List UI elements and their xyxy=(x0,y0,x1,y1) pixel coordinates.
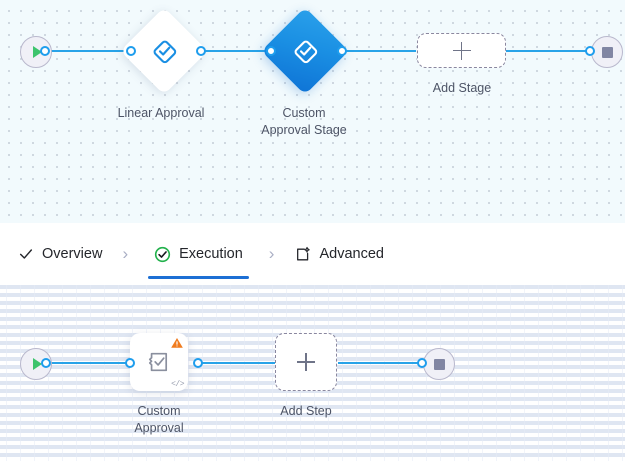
add-step-label: Add Step xyxy=(280,404,332,418)
step-flow-canvas[interactable]: </> Custom Approval Add Step xyxy=(0,285,625,461)
step-label-custom-approval: Custom Approval xyxy=(134,404,184,435)
end-node[interactable] xyxy=(423,348,455,380)
step-node-custom-approval[interactable]: </> xyxy=(130,333,188,391)
add-stage-button[interactable] xyxy=(417,33,506,68)
tab-overview[interactable]: Overview xyxy=(18,223,102,285)
edge-start-to-linear xyxy=(44,50,130,52)
approval-diamond-icon xyxy=(290,36,320,66)
stage-label-custom-approval: Custom Approval Stage xyxy=(261,106,347,137)
edge-add-to-end xyxy=(506,50,588,52)
port-step-out[interactable] xyxy=(193,358,203,368)
stop-icon xyxy=(601,46,613,58)
warning-icon xyxy=(170,336,184,350)
stage-label-linear-approval: Linear Approval xyxy=(117,106,205,120)
stop-icon xyxy=(433,358,445,370)
play-icon xyxy=(33,358,42,370)
port-start-out[interactable] xyxy=(40,46,50,56)
check-circle-icon xyxy=(154,246,171,263)
code-glyph-icon: </> xyxy=(171,380,184,389)
tab-separator: › xyxy=(268,244,275,263)
check-icon xyxy=(18,246,34,262)
tab-label-advanced: Advanced xyxy=(319,246,384,262)
port-custom-out[interactable] xyxy=(337,46,347,56)
end-node[interactable] xyxy=(591,36,623,68)
approval-diamond-icon xyxy=(149,36,179,66)
stage-flow-canvas[interactable]: Linear Approval Custom Approval Stage Ad… xyxy=(0,0,625,223)
port-linear-in[interactable] xyxy=(126,46,136,56)
port-custom-in[interactable] xyxy=(266,46,276,56)
edge-custom-to-add xyxy=(340,50,416,52)
edge-linear-to-custom xyxy=(199,50,270,52)
plus-icon xyxy=(452,41,471,60)
tab-advanced[interactable]: Advanced xyxy=(294,223,384,285)
port-end-in[interactable] xyxy=(417,358,427,368)
stage-node-linear-approval[interactable] xyxy=(120,7,208,95)
port-start-out[interactable] xyxy=(41,358,51,368)
port-linear-out[interactable] xyxy=(196,46,206,56)
stage-node-custom-approval[interactable] xyxy=(261,7,349,95)
approval-task-icon xyxy=(146,349,173,376)
wizard-tabs: Overview › Execution › Advanced xyxy=(0,223,625,285)
edge-step-to-addstep xyxy=(196,362,276,364)
edge-start-to-step xyxy=(44,362,128,364)
play-icon xyxy=(33,46,42,58)
document-settings-icon xyxy=(294,246,311,263)
edge-addstep-to-end xyxy=(338,362,420,364)
port-step-in[interactable] xyxy=(125,358,135,368)
add-step-button[interactable] xyxy=(275,333,337,391)
tab-label-overview: Overview xyxy=(42,246,103,262)
tab-label-execution: Execution xyxy=(179,246,243,262)
plus-icon xyxy=(297,353,315,371)
port-end-in[interactable] xyxy=(585,46,595,56)
add-stage-label: Add Stage xyxy=(432,81,492,95)
tab-execution[interactable]: Execution xyxy=(148,223,249,285)
tab-separator: › xyxy=(122,244,129,263)
